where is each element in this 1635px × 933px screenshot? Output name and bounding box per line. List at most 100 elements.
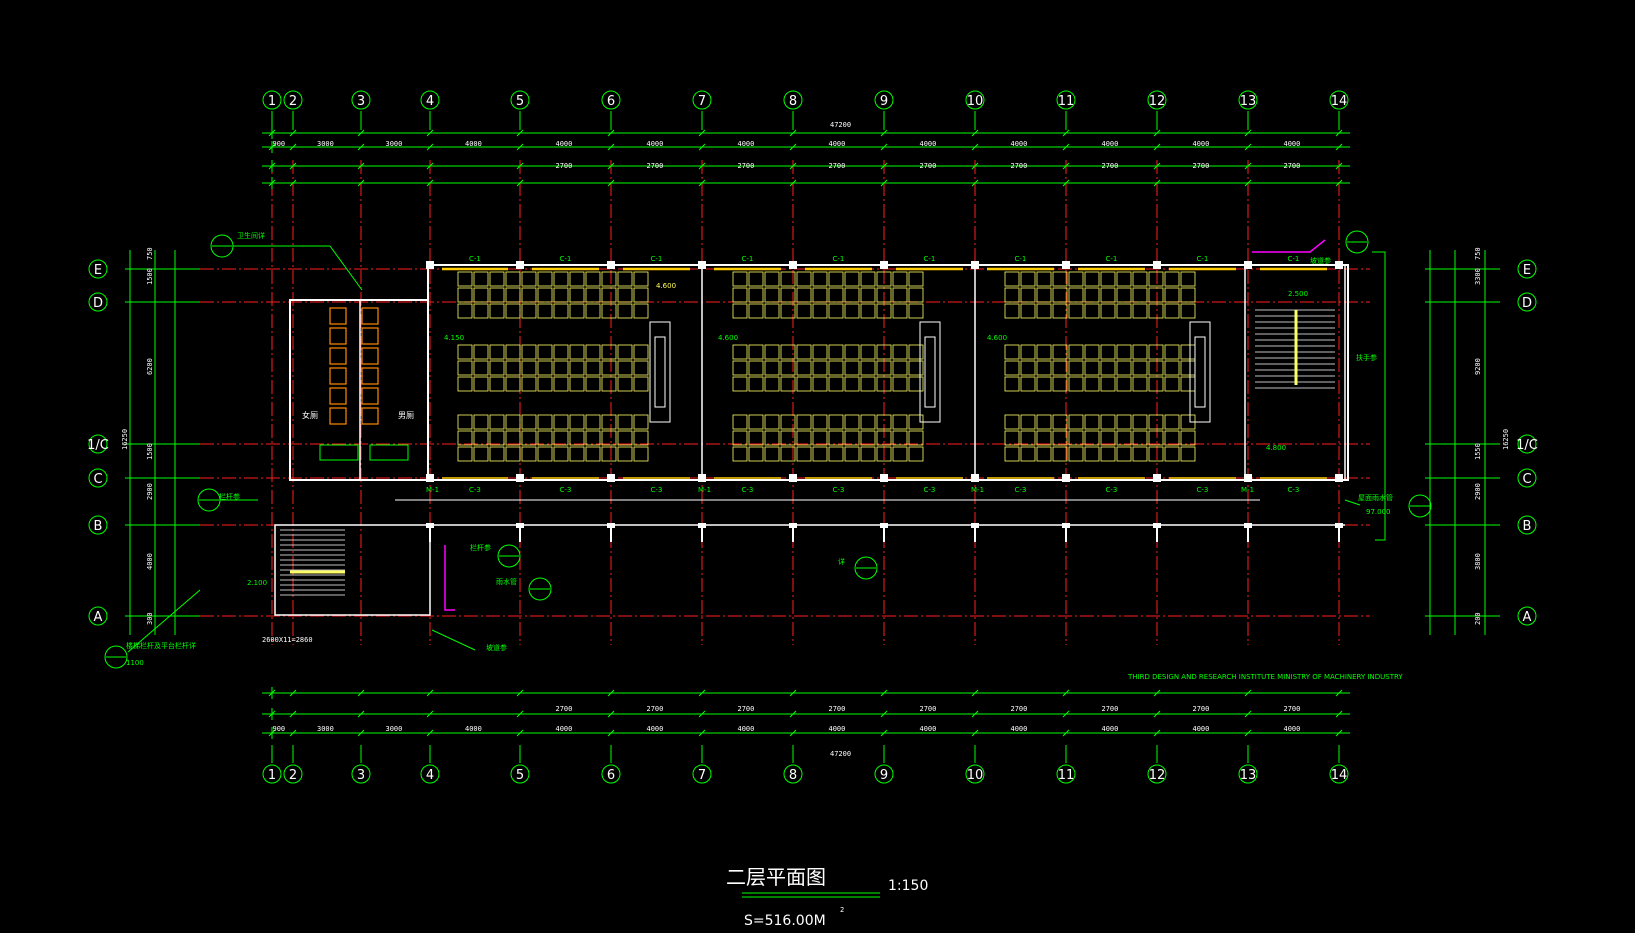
dim-tick <box>1153 179 1161 187</box>
dim-tick <box>516 710 524 718</box>
column-stub <box>1153 523 1161 528</box>
dim-tick <box>1335 162 1343 170</box>
axis-bubble-label: 3 <box>357 94 365 109</box>
desk <box>569 344 585 360</box>
desk <box>764 414 780 430</box>
column <box>1244 261 1252 269</box>
desk <box>489 446 505 462</box>
desk <box>633 303 649 319</box>
dim-tick <box>289 129 297 137</box>
desk <box>828 376 844 392</box>
desk <box>780 446 796 462</box>
desk <box>1180 376 1196 392</box>
desk <box>1052 287 1068 303</box>
desk <box>796 287 812 303</box>
desk <box>633 271 649 287</box>
detail-dim: 2700 <box>1284 705 1301 713</box>
desk <box>732 360 748 376</box>
desk <box>828 430 844 446</box>
desk <box>617 287 633 303</box>
desk <box>908 344 924 360</box>
right-seg-dim: 2900 <box>1474 483 1482 500</box>
desk <box>537 360 553 376</box>
axis-bubble-11 <box>1056 764 1076 784</box>
desk <box>844 430 860 446</box>
elev-4600-room2: 4.600 <box>718 334 738 342</box>
desk <box>1100 414 1116 430</box>
drawing-scale: 1:150 <box>888 878 928 894</box>
desk <box>828 446 844 462</box>
column-stub <box>1244 523 1252 528</box>
window-tag: C-3 <box>1288 486 1300 494</box>
column <box>426 261 434 269</box>
dim-tick <box>698 162 706 170</box>
desk <box>892 360 908 376</box>
axis-bubble-3 <box>351 764 371 784</box>
right-seg-dim: 9200 <box>1474 358 1482 375</box>
desk <box>473 287 489 303</box>
rain-pipe-label: 详 <box>838 557 845 566</box>
desk <box>1084 360 1100 376</box>
window-tag: C-3 <box>469 486 481 494</box>
dim-tick <box>698 689 706 697</box>
dim-tick <box>1153 143 1161 151</box>
dim-tick <box>357 729 365 737</box>
desk <box>748 344 764 360</box>
axis-bubble-label: 5 <box>516 768 524 783</box>
axis-bubble-10 <box>965 764 985 784</box>
stair-detail-no: 1100 <box>126 659 144 667</box>
desk <box>1164 446 1180 462</box>
axis-bubble-D <box>88 292 108 312</box>
window-tag: C-3 <box>833 486 845 494</box>
desk <box>844 376 860 392</box>
detail-callout <box>854 556 878 580</box>
dim-tick <box>516 179 524 187</box>
dim-tick <box>289 162 297 170</box>
detail-dim: 2700 <box>738 705 755 713</box>
desk <box>1148 344 1164 360</box>
desk <box>601 271 617 287</box>
dim-tick <box>698 143 706 151</box>
desk <box>876 376 892 392</box>
dim-tick <box>516 689 524 697</box>
desk <box>1164 360 1180 376</box>
window-tag: C-3 <box>924 486 936 494</box>
desk <box>633 446 649 462</box>
desk <box>585 360 601 376</box>
dim-tick <box>1062 143 1070 151</box>
desk <box>1180 360 1196 376</box>
desk <box>457 287 473 303</box>
sink <box>369 444 409 461</box>
desk <box>505 376 521 392</box>
desk <box>1052 430 1068 446</box>
column <box>971 261 979 269</box>
axis-bubble-5 <box>510 90 530 110</box>
axis-bubble-7 <box>692 90 712 110</box>
overall-dim-top: 47200 <box>830 121 851 129</box>
column-stub <box>880 523 888 528</box>
desk <box>828 360 844 376</box>
desk <box>521 414 537 430</box>
dim-tick <box>698 710 706 718</box>
axis-bubble-A <box>88 606 108 626</box>
bottom-bay-dim: 4000 <box>647 725 664 733</box>
desk <box>601 360 617 376</box>
top-bay-dim: 4000 <box>465 140 482 148</box>
dim-tick <box>1062 179 1070 187</box>
toilet-stall <box>329 307 347 325</box>
desk <box>505 271 521 287</box>
column-stub <box>1062 523 1070 528</box>
desk <box>537 446 553 462</box>
dim-tick <box>607 729 615 737</box>
desk <box>1084 376 1100 392</box>
desk <box>505 303 521 319</box>
desk <box>1020 271 1036 287</box>
desk <box>1084 344 1100 360</box>
desk <box>1036 303 1052 319</box>
left-seg-dim: 4000 <box>146 553 154 570</box>
bottom-bay-dim: 3000 <box>386 725 403 733</box>
top-bay-dim: 3000 <box>317 140 334 148</box>
right-seg-dim: 750 <box>1474 247 1482 260</box>
desk <box>1084 287 1100 303</box>
desk <box>1132 360 1148 376</box>
